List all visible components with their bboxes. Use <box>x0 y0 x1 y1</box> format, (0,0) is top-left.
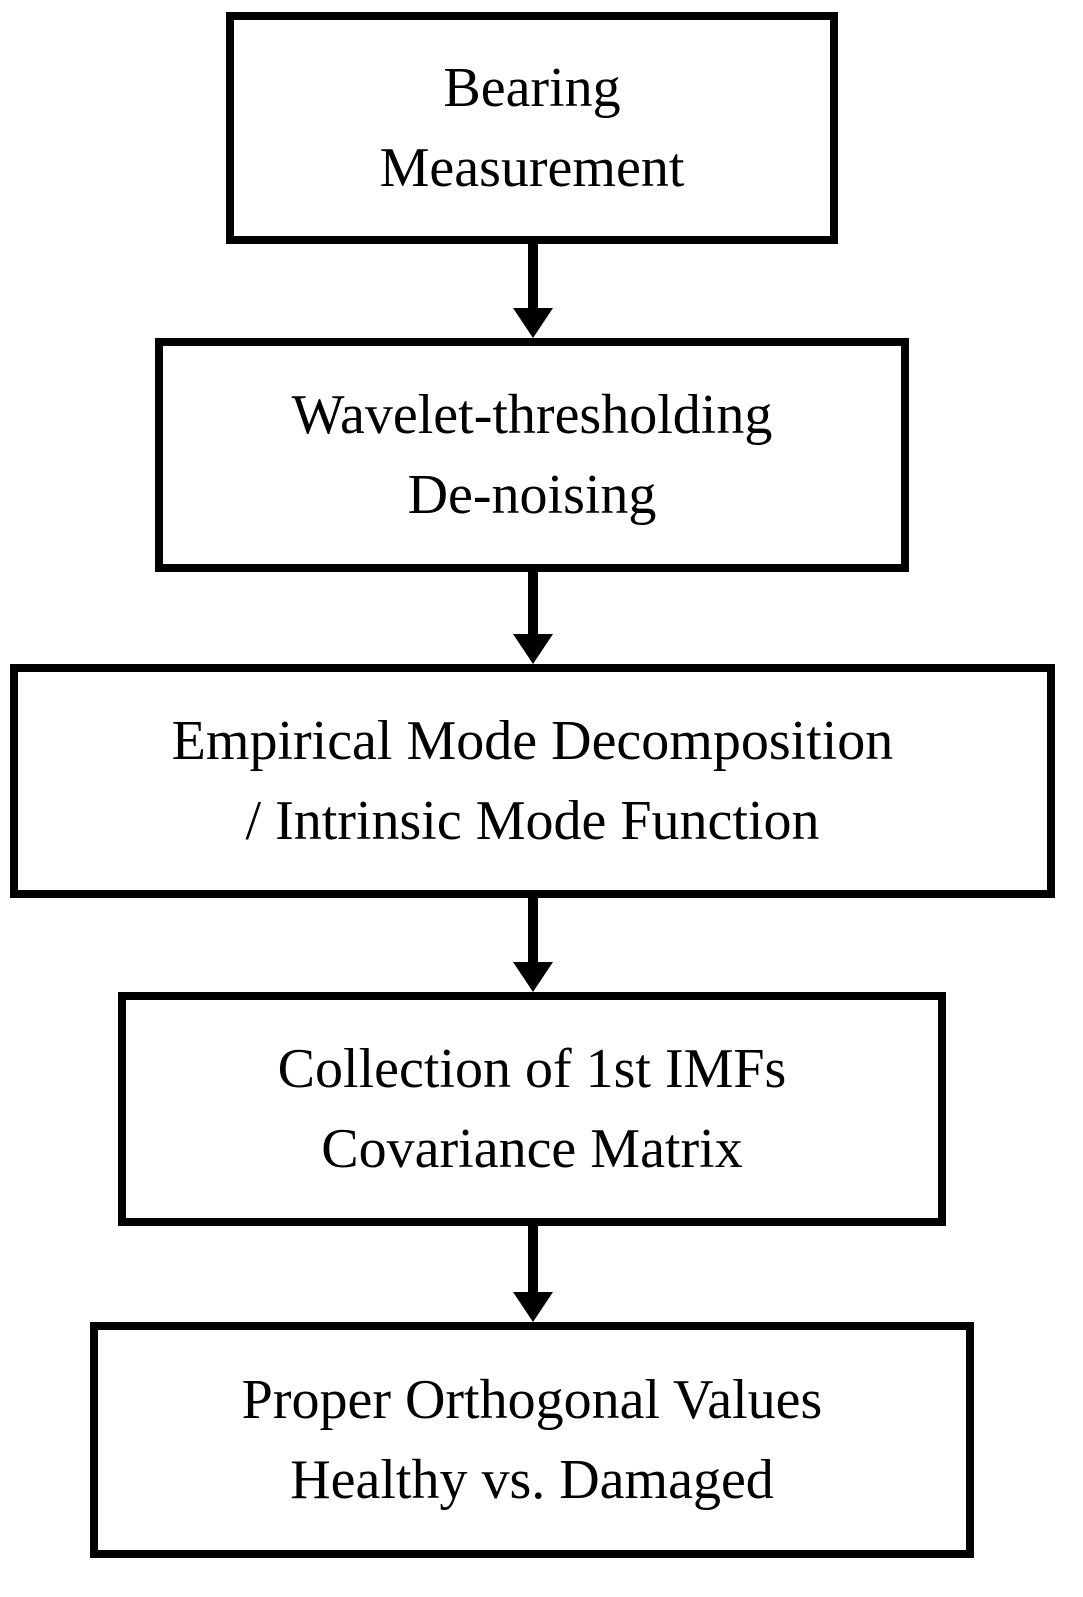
step-box-pov-classification: Proper Orthogonal Values Healthy vs. Dam… <box>90 1322 974 1558</box>
step-label-line: Bearing <box>443 57 621 119</box>
step-box-bearing-measurement: Bearing Measurement <box>226 12 838 244</box>
step-label-line: Empirical Mode Decomposition <box>171 710 894 772</box>
step-label-line: Healthy vs. Damaged <box>290 1449 774 1511</box>
arrow-down-icon <box>513 572 553 664</box>
step-label-line: Wavelet-thresholding <box>291 384 773 446</box>
arrow-down-icon <box>513 244 553 338</box>
arrow-down-icon <box>513 898 553 992</box>
step-label-line: De-noising <box>407 464 657 526</box>
step-label-line: Collection of 1st IMFs <box>277 1038 787 1100</box>
step-label-line: Measurement <box>379 137 685 199</box>
step-box-emd-imf: Empirical Mode Decomposition / Intrinsic… <box>10 664 1055 898</box>
step-box-imf-covariance: Collection of 1st IMFs Covariance Matrix <box>118 992 946 1226</box>
step-label-line: / Intrinsic Mode Function <box>245 790 820 852</box>
step-label-line: Proper Orthogonal Values <box>241 1369 823 1431</box>
step-box-wavelet-denoising: Wavelet-thresholding De-noising <box>155 338 909 572</box>
arrow-down-icon <box>513 1226 553 1322</box>
step-label-line: Covariance Matrix <box>321 1118 743 1180</box>
